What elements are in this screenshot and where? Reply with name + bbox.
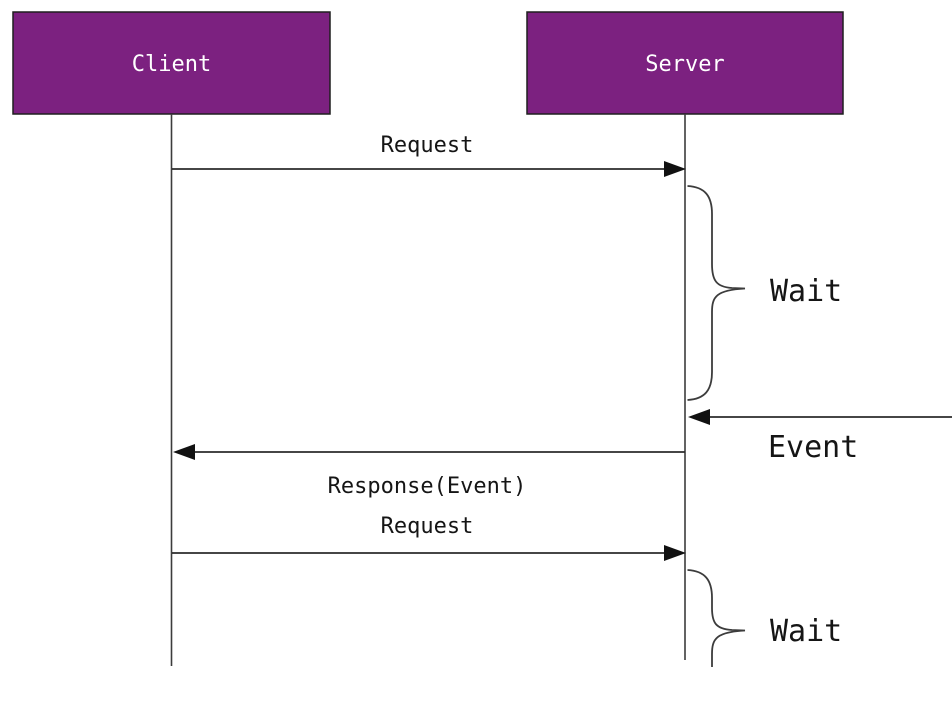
message-label-request-1: Request bbox=[381, 133, 474, 158]
wait-brace-2 bbox=[687, 569, 746, 667]
arrowhead-left-icon bbox=[688, 409, 710, 425]
message-label-response: Response(Event) bbox=[328, 474, 527, 499]
actor-label-server: Server bbox=[645, 52, 724, 77]
arrowhead-left-icon bbox=[173, 444, 195, 460]
message-label-event: Event bbox=[768, 430, 858, 465]
arrowhead-right-icon bbox=[664, 161, 686, 177]
wait-label-1: Wait bbox=[770, 274, 842, 309]
actor-box-client bbox=[12, 11, 331, 115]
wait-label-2: Wait bbox=[770, 614, 842, 649]
arrowhead-right-icon bbox=[664, 545, 686, 561]
wait-brace-1 bbox=[687, 185, 746, 401]
actor-box-server bbox=[526, 11, 844, 115]
message-label-request-2: Request bbox=[381, 514, 474, 539]
actor-label-client: Client bbox=[132, 52, 211, 77]
